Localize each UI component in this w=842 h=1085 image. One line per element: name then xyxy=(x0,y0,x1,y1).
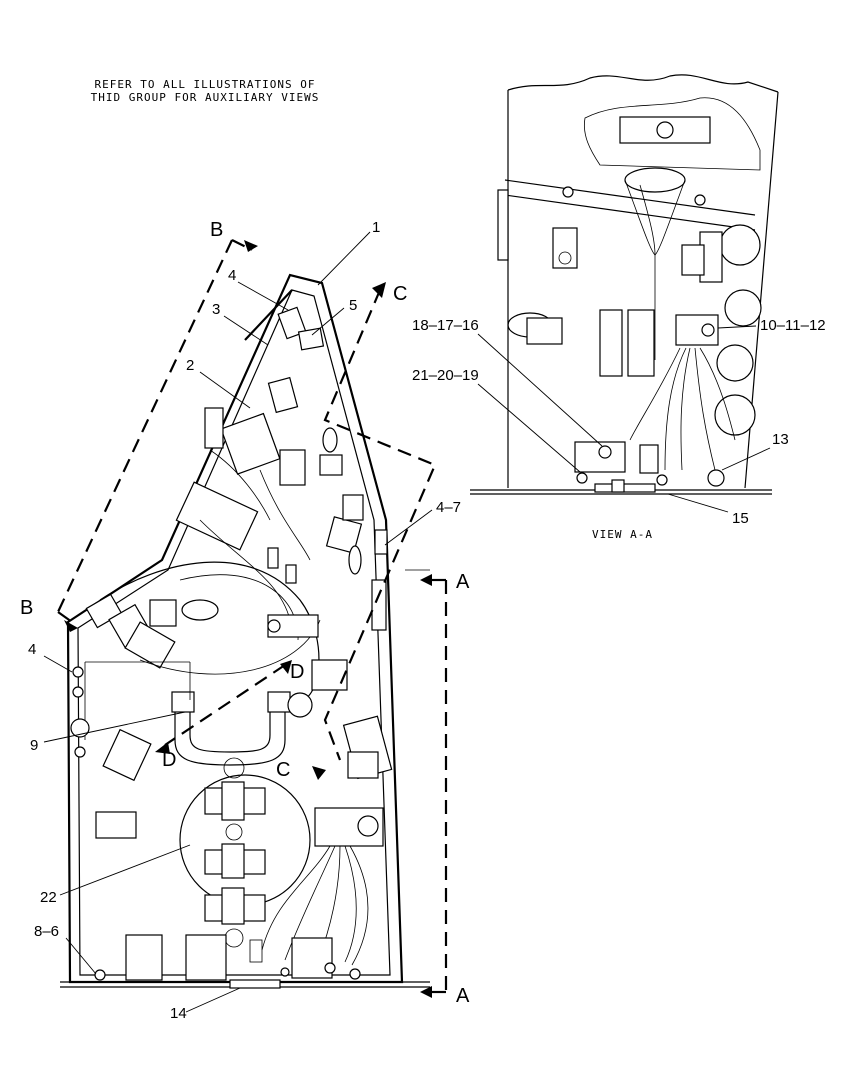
callout-1: 1 xyxy=(372,219,380,236)
section-label-a-top: A xyxy=(456,571,470,593)
callout-5: 5 xyxy=(349,297,357,314)
callout-2: 2 xyxy=(186,357,194,374)
main-assembly-drawing xyxy=(60,273,430,989)
callout-15: 15 xyxy=(732,510,749,527)
section-label-b-top: B xyxy=(210,219,223,241)
view-a-a-caption: VIEW A-A xyxy=(592,528,653,541)
leader-lines-main xyxy=(43,231,433,1013)
reference-note-line-1: REFER TO ALL ILLUSTRATIONS OF xyxy=(94,78,316,91)
callout-18-17-16: 18–17–16 xyxy=(412,317,479,334)
section-label-a-bottom: A xyxy=(456,985,470,1007)
callout-10-11-12: 10–11–12 xyxy=(760,317,826,334)
callout-21-20-19: 21–20–19 xyxy=(412,367,479,384)
callout-4-7: 4–7 xyxy=(436,499,461,516)
section-label-b-left: B xyxy=(20,597,33,619)
callout-14: 14 xyxy=(170,1005,187,1022)
leader-lines-view-a-a xyxy=(477,325,771,513)
reference-note: REFER TO ALL ILLUSTRATIONS OF THID GROUP… xyxy=(60,78,350,104)
callout-13: 13 xyxy=(772,431,789,448)
reference-note-line-2: THID GROUP FOR AUXILIARY VIEWS xyxy=(90,91,320,104)
callout-4-left: 4 xyxy=(28,641,36,658)
view-a-a-drawing xyxy=(470,74,779,495)
callout-8-6: 8–6 xyxy=(34,923,59,940)
section-line-c xyxy=(323,289,437,761)
section-line-b xyxy=(57,239,233,613)
section-label-d-right: D xyxy=(290,661,304,683)
section-cut-lines xyxy=(57,239,448,998)
callout-22: 22 xyxy=(40,889,57,906)
view-a-a-torn-edge xyxy=(507,74,779,93)
callout-4-top: 4 xyxy=(228,267,236,284)
section-label-c-mid: C xyxy=(276,759,290,781)
section-label-c-top: C xyxy=(393,283,407,305)
callout-9: 9 xyxy=(30,737,38,754)
section-line-d xyxy=(164,664,286,746)
section-label-d-left: D xyxy=(162,749,176,771)
callout-3: 3 xyxy=(212,301,220,318)
